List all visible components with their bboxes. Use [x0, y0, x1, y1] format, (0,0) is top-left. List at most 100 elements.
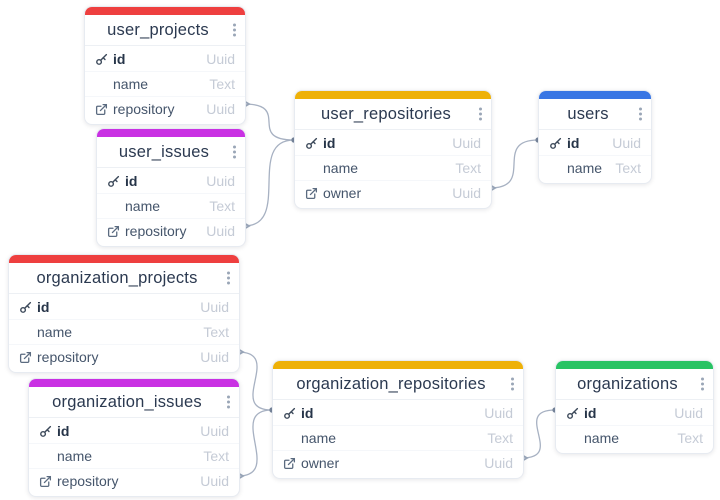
table-user_projects[interactable]: user_projects id Uuid name Text reposito… — [84, 6, 246, 125]
field-row[interactable]: id Uuid — [9, 295, 239, 319]
ellipsis-vertical-icon[interactable] — [511, 382, 514, 386]
field-name: id — [125, 173, 138, 189]
field-name: repository — [113, 101, 175, 117]
field-type: Uuid — [206, 51, 235, 67]
table-organization_projects[interactable]: organization_projects id Uuid name Text … — [8, 254, 240, 373]
field-name: name — [323, 160, 359, 176]
field-type: Uuid — [452, 185, 481, 201]
field-icon-spacer — [19, 326, 32, 339]
field-row[interactable]: id Uuid — [295, 131, 491, 155]
field-icon-spacer — [283, 432, 296, 445]
primary-key-icon — [305, 137, 318, 150]
table-accent-strip — [29, 379, 239, 387]
field-type: Uuid — [674, 405, 703, 421]
field-row[interactable]: repository Uuid — [9, 344, 239, 369]
field-type: Text — [209, 198, 235, 214]
table-header[interactable]: user_projects — [85, 15, 245, 46]
table-title: user_repositories — [321, 104, 451, 123]
field-icon-spacer — [305, 162, 318, 175]
field-type: Uuid — [206, 101, 235, 117]
foreign-key-icon — [19, 351, 32, 364]
field-row[interactable]: owner Uuid — [273, 450, 523, 475]
field-list: id Uuid name Text repository Uuid — [97, 168, 245, 246]
ellipsis-vertical-icon[interactable] — [233, 28, 236, 32]
table-header[interactable]: user_repositories — [295, 99, 491, 130]
field-type: Uuid — [200, 299, 229, 315]
field-row[interactable]: name Text — [295, 155, 491, 180]
field-row[interactable]: owner Uuid — [295, 180, 491, 205]
relationship-organization_issues-to-organization_repositories[interactable] — [236, 407, 275, 481]
field-row[interactable]: repository Uuid — [97, 218, 245, 243]
relationship-user_issues-to-user_repositories[interactable] — [242, 137, 297, 231]
field-type: Uuid — [484, 455, 513, 471]
table-user_issues[interactable]: user_issues id Uuid name Text repository… — [96, 128, 246, 247]
table-accent-strip — [97, 129, 245, 137]
table-title: organizations — [577, 374, 678, 393]
relationship-user_projects-to-user_repositories[interactable] — [242, 99, 297, 143]
table-header[interactable]: organization_issues — [29, 387, 239, 418]
table-organization_issues[interactable]: organization_issues id Uuid name Text re… — [28, 378, 240, 497]
relationship-organization_projects-to-organization_repositories[interactable] — [236, 347, 275, 413]
field-name: id — [584, 405, 597, 421]
table-accent-strip — [295, 91, 491, 99]
field-row[interactable]: name Text — [556, 425, 713, 450]
field-list: id Uuid name Text — [539, 130, 651, 183]
table-header[interactable]: users — [539, 99, 651, 130]
table-user_repositories[interactable]: user_repositories id Uuid name Text owne… — [294, 90, 492, 209]
field-row[interactable]: name Text — [539, 155, 651, 180]
field-row[interactable]: id Uuid — [273, 401, 523, 425]
primary-key-icon — [39, 425, 52, 438]
foreign-key-icon — [305, 187, 318, 200]
table-header[interactable]: organization_projects — [9, 263, 239, 294]
table-accent-strip — [273, 361, 523, 369]
field-row[interactable]: repository Uuid — [29, 468, 239, 493]
table-organization_repositories[interactable]: organization_repositories id Uuid name T… — [272, 360, 524, 479]
field-name: id — [57, 423, 70, 439]
ellipsis-vertical-icon[interactable] — [479, 112, 482, 116]
field-type: Uuid — [612, 135, 641, 151]
field-row[interactable]: id Uuid — [97, 169, 245, 193]
field-row[interactable]: id Uuid — [556, 401, 713, 425]
field-name: repository — [57, 473, 119, 489]
field-row[interactable]: name Text — [273, 425, 523, 450]
foreign-key-icon — [95, 103, 108, 116]
field-name: name — [113, 76, 149, 92]
field-type: Text — [209, 76, 235, 92]
table-accent-strip — [556, 361, 713, 369]
table-header[interactable]: organizations — [556, 369, 713, 400]
relationship-organization_repositories-to-organizations[interactable] — [520, 407, 558, 463]
ellipsis-vertical-icon[interactable] — [233, 150, 236, 154]
table-title: user_issues — [118, 142, 210, 161]
field-name: repository — [125, 223, 187, 239]
field-row[interactable]: id Uuid — [539, 131, 651, 155]
ellipsis-vertical-icon[interactable] — [227, 276, 230, 280]
primary-key-icon — [107, 175, 120, 188]
field-row[interactable]: name Text — [29, 443, 239, 468]
table-accent-strip — [9, 255, 239, 263]
field-row[interactable]: name Text — [97, 193, 245, 218]
primary-key-icon — [283, 407, 296, 420]
table-header[interactable]: organization_repositories — [273, 369, 523, 400]
field-icon-spacer — [95, 78, 108, 91]
field-type: Text — [487, 430, 513, 446]
ellipsis-vertical-icon[interactable] — [639, 112, 642, 116]
field-row[interactable]: name Text — [85, 71, 245, 96]
relationship-user_repositories-to-users[interactable] — [488, 137, 541, 193]
field-name: id — [37, 299, 50, 315]
field-name: name — [57, 448, 93, 464]
table-users[interactable]: users id Uuid name Text — [538, 90, 652, 184]
field-row[interactable]: name Text — [9, 319, 239, 344]
field-row[interactable]: id Uuid — [29, 419, 239, 443]
field-name: owner — [323, 185, 362, 201]
field-icon-spacer — [39, 450, 52, 463]
table-organizations[interactable]: organizations id Uuid name Text — [555, 360, 714, 454]
ellipsis-vertical-icon[interactable] — [701, 382, 704, 386]
field-row[interactable]: repository Uuid — [85, 96, 245, 121]
ellipsis-vertical-icon[interactable] — [227, 400, 230, 404]
field-row[interactable]: id Uuid — [85, 47, 245, 71]
table-header[interactable]: user_issues — [97, 137, 245, 168]
field-type: Uuid — [206, 173, 235, 189]
field-icon-spacer — [549, 162, 562, 175]
